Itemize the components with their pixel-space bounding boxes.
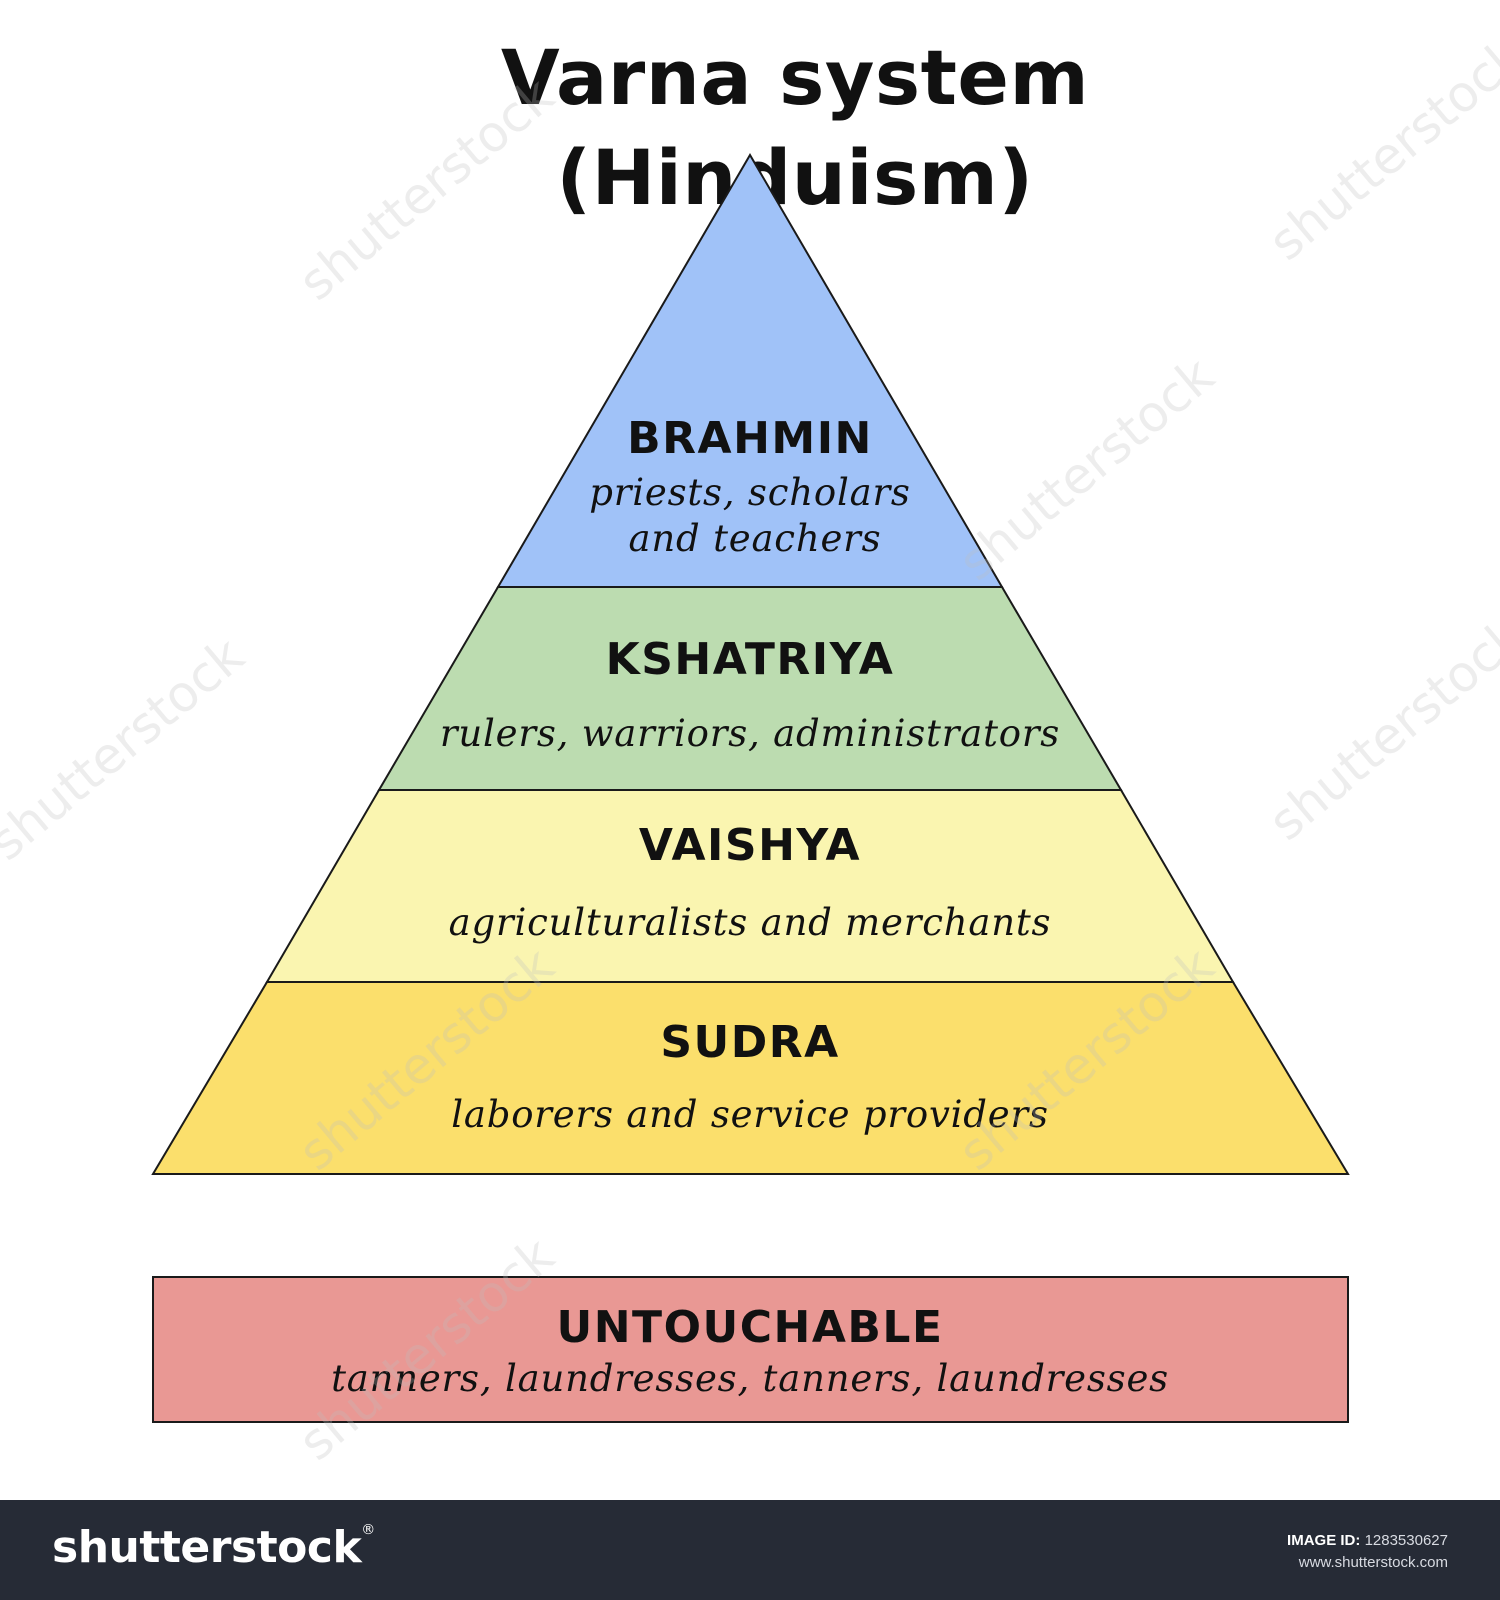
tier-brahmin-desc-line2: and teachers (629, 517, 882, 560)
tier-kshatriya-name: KSHATRIYA (606, 634, 895, 685)
image-id-label: IMAGE ID: (1287, 1532, 1361, 1549)
site-url[interactable]: www.shutterstock.com (1298, 1554, 1448, 1571)
logo-text: shutterstock (52, 1522, 362, 1573)
untouchable-box (152, 1276, 1349, 1423)
tier-brahmin-name: BRAHMIN (627, 413, 873, 464)
tier-brahmin-desc-line1: priests, scholars (589, 471, 910, 514)
tier-sudra-desc: laborers and service providers (451, 1093, 1049, 1136)
image-id-line: IMAGE ID: 1283530627 (1287, 1530, 1448, 1552)
diagram-title: Varna system (Hinduism) (500, 33, 1090, 222)
tier-vaishya-shape (265, 789, 1235, 983)
tier-kshatriya-shape (377, 586, 1123, 791)
tier-vaishya-desc: agriculturalists and merchants (449, 901, 1052, 944)
untouchable-desc: tanners, laundresses, tanners, laundress… (331, 1357, 1169, 1400)
tier-kshatriya-desc: rulers, warriors, administrators (440, 712, 1060, 755)
tier-vaishya-name: VAISHYA (639, 820, 861, 871)
footer-bar: shutterstock® IMAGE ID: 1283530627 www.s… (0, 1500, 1500, 1600)
tier-sudra-name: SUDRA (660, 1017, 839, 1068)
varna-pyramid: BRAHMIN priests, scholars and teachers K… (151, 153, 1350, 1423)
tier-sudra-shape (151, 981, 1350, 1175)
image-id-block: IMAGE ID: 1283530627 www.shutterstock.co… (1287, 1530, 1448, 1574)
untouchable-name: UNTOUCHABLE (557, 1302, 944, 1353)
shutterstock-logo[interactable]: shutterstock® (52, 1522, 375, 1573)
image-id-value: 1283530627 (1364, 1532, 1448, 1549)
registered-mark: ® (361, 1522, 375, 1538)
